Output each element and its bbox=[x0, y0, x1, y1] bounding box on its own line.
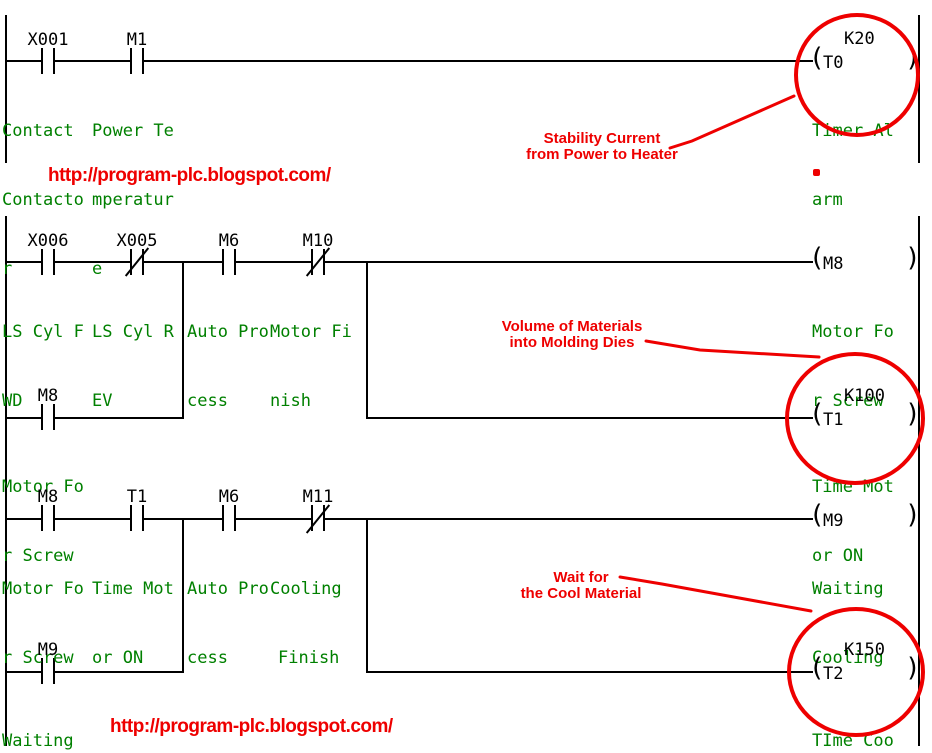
coil-name: M9 bbox=[823, 511, 844, 531]
contact-name: M10 bbox=[302, 231, 334, 251]
contact-m6-rung3[interactable] bbox=[222, 505, 236, 531]
contact-comment: Auto Pro cess bbox=[187, 579, 269, 668]
contact-name: X001 bbox=[27, 30, 69, 50]
wire-timer-t1 bbox=[366, 417, 813, 419]
coil-m8[interactable]: ( bbox=[809, 243, 825, 273]
contact-comment: Motor Fi nish bbox=[270, 322, 352, 411]
wire-branch-c bbox=[182, 518, 184, 673]
contact-comment: Auto Pro cess bbox=[187, 322, 269, 411]
contact-name: M9 bbox=[37, 640, 59, 660]
contact-name: M8 bbox=[37, 386, 59, 406]
contact-name: M8 bbox=[37, 487, 59, 507]
wire-seal-in-m9 bbox=[5, 671, 184, 673]
contact-x006[interactable] bbox=[41, 249, 55, 275]
coil-m9[interactable]: ( bbox=[809, 500, 825, 530]
contact-m6[interactable] bbox=[222, 249, 236, 275]
power-rail-right-1 bbox=[918, 15, 920, 163]
wire-rung3 bbox=[5, 518, 813, 520]
watermark-url-bottom: http://program-plc.blogspot.com/ bbox=[110, 716, 393, 737]
red-annotation-circle-3 bbox=[787, 607, 925, 737]
wire-branch-b bbox=[366, 261, 368, 419]
coil-close-paren: ) bbox=[905, 500, 921, 530]
contact-comment: LS Cyl R EV bbox=[92, 322, 174, 411]
contact-t1[interactable] bbox=[130, 505, 144, 531]
contact-x001[interactable] bbox=[41, 48, 55, 74]
wire-seal-in-m8 bbox=[5, 417, 184, 419]
contact-comment: Time Mot or ON bbox=[92, 579, 174, 668]
wire-rung2 bbox=[5, 261, 813, 263]
power-rail-left-2 bbox=[5, 216, 7, 746]
wire-branch-d bbox=[366, 518, 368, 673]
contact-comment: LS Cyl F WD bbox=[2, 322, 84, 411]
coil-comment: Time Mot or ON bbox=[812, 477, 894, 566]
contact-name: M1 bbox=[126, 30, 148, 50]
red-dot bbox=[813, 169, 820, 176]
annotation-stability: Stability Current from Power to Heater bbox=[526, 130, 678, 163]
annotation-wait: Wait for the Cool Material bbox=[520, 569, 642, 602]
coil-comment: TIme Coo ling bbox=[812, 731, 894, 751]
contact-m8-seal[interactable] bbox=[41, 404, 55, 430]
wire-rung1 bbox=[5, 60, 813, 62]
red-annotation-circle-1 bbox=[794, 13, 920, 137]
contact-m1[interactable] bbox=[130, 48, 144, 74]
contact-m9-seal[interactable] bbox=[41, 658, 55, 684]
contact-comment: Cooling Finish bbox=[270, 579, 342, 668]
coil-name: M8 bbox=[823, 254, 844, 274]
red-annotation-circle-2 bbox=[785, 352, 925, 485]
contact-m8[interactable] bbox=[41, 505, 55, 531]
contact-comment: Contact Contacto r bbox=[2, 121, 84, 279]
annotation-volume: Volume of Materials into Molding Dies bbox=[501, 318, 643, 351]
contact-name: X006 bbox=[27, 231, 69, 251]
wire-branch-a bbox=[182, 261, 184, 419]
contact-name: M11 bbox=[302, 487, 334, 507]
contact-comment: Motor Fo r Screw bbox=[2, 477, 84, 566]
wire-timer-t2 bbox=[366, 671, 813, 673]
contact-name: T1 bbox=[126, 487, 148, 507]
power-rail-left-1 bbox=[5, 15, 7, 163]
watermark-url-top: http://program-plc.blogspot.com/ bbox=[48, 165, 331, 186]
contact-name: M6 bbox=[218, 231, 240, 251]
contact-comment: Waiting Cooling bbox=[2, 731, 74, 751]
coil-close-paren: ) bbox=[905, 243, 921, 273]
contact-comment: Power Te mperatur e bbox=[92, 121, 174, 279]
contact-name: M6 bbox=[218, 487, 240, 507]
contact-name: X005 bbox=[116, 231, 158, 251]
contact-comment: Motor Fo r Screw bbox=[2, 579, 84, 668]
power-rail-right-2 bbox=[918, 216, 920, 746]
